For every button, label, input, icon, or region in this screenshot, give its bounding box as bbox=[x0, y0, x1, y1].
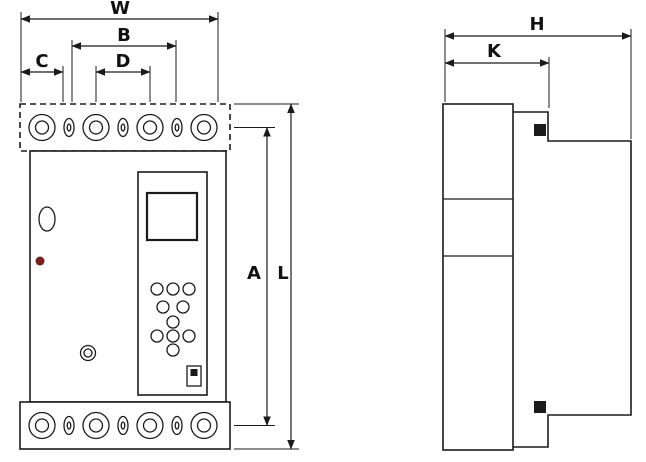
dimension-H: H bbox=[444, 14, 632, 139]
nav-button-up bbox=[166, 315, 180, 329]
panel-button bbox=[166, 282, 180, 296]
terminal-slot bbox=[171, 117, 183, 138]
terminal-pole bbox=[136, 113, 164, 142]
panel-button bbox=[150, 282, 164, 296]
terminal-pole bbox=[190, 113, 218, 142]
panel-buttons bbox=[150, 282, 196, 357]
terminal-slot-pin bbox=[66, 123, 72, 132]
terminal-slot bbox=[171, 415, 183, 436]
terminal-screw bbox=[88, 418, 104, 433]
bottom-terminals bbox=[28, 411, 218, 440]
dimension-label-h: H bbox=[529, 14, 544, 35]
terminal-slot-pin bbox=[120, 421, 126, 430]
terminal-slot-pin bbox=[120, 123, 126, 132]
dimension-A: A bbox=[234, 127, 275, 426]
panel-button bbox=[156, 300, 170, 314]
dimension-label-c: C bbox=[35, 51, 48, 72]
nav-button-right bbox=[182, 329, 196, 343]
terminal-slot-pin bbox=[66, 421, 72, 430]
nav-button-center bbox=[166, 329, 180, 343]
dimension-B: B bbox=[71, 25, 177, 102]
front-view bbox=[19, 103, 231, 450]
dimension-D: D bbox=[95, 51, 151, 102]
screw-center bbox=[83, 348, 93, 358]
terminal-screw bbox=[196, 418, 212, 433]
terminal-screw bbox=[196, 120, 212, 135]
screw-head bbox=[79, 344, 97, 362]
side-rear-profile bbox=[513, 111, 632, 448]
terminal-pole bbox=[190, 411, 218, 440]
dimension-L: L bbox=[234, 103, 299, 450]
mounting-notch-top bbox=[534, 124, 546, 136]
dimension-label-a: A bbox=[247, 263, 261, 284]
panel-port bbox=[186, 365, 202, 387]
terminal-slot-pin bbox=[174, 123, 180, 132]
mounting-notch-bottom bbox=[534, 401, 546, 413]
status-led bbox=[35, 256, 45, 266]
terminal-pole bbox=[82, 411, 110, 440]
dimension-label-w: W bbox=[110, 0, 130, 19]
display-screen bbox=[145, 191, 199, 242]
terminal-slot bbox=[63, 415, 75, 436]
toggle-window bbox=[38, 206, 56, 232]
terminal-screw bbox=[142, 120, 158, 135]
terminal-slot-pin bbox=[174, 421, 180, 430]
terminal-screw bbox=[34, 120, 50, 135]
nav-button-down bbox=[166, 343, 180, 357]
dimension-label-k: K bbox=[487, 41, 502, 62]
terminal-screw bbox=[88, 120, 104, 135]
terminal-pole bbox=[136, 411, 164, 440]
terminal-slot bbox=[63, 117, 75, 138]
dimension-label-b: B bbox=[117, 25, 131, 46]
side-view bbox=[442, 103, 632, 451]
terminal-pole bbox=[28, 113, 56, 142]
dimension-label-l: L bbox=[277, 263, 288, 284]
top-terminals bbox=[28, 113, 218, 142]
nav-button-left bbox=[150, 329, 164, 343]
dimension-K: K bbox=[444, 41, 550, 108]
terminal-pole bbox=[82, 113, 110, 142]
terminal-screw bbox=[142, 418, 158, 433]
terminal-pole bbox=[28, 411, 56, 440]
dimension-C: C bbox=[20, 51, 64, 102]
terminal-screw bbox=[34, 418, 50, 433]
terminal-slot bbox=[117, 415, 129, 436]
panel-port-pin bbox=[190, 369, 198, 376]
side-front-block bbox=[442, 103, 514, 451]
dimension-label-d: D bbox=[116, 51, 131, 72]
dimension-W: W bbox=[20, 0, 219, 102]
panel-button bbox=[182, 282, 196, 296]
terminal-slot bbox=[117, 117, 129, 138]
panel-button bbox=[176, 300, 190, 314]
